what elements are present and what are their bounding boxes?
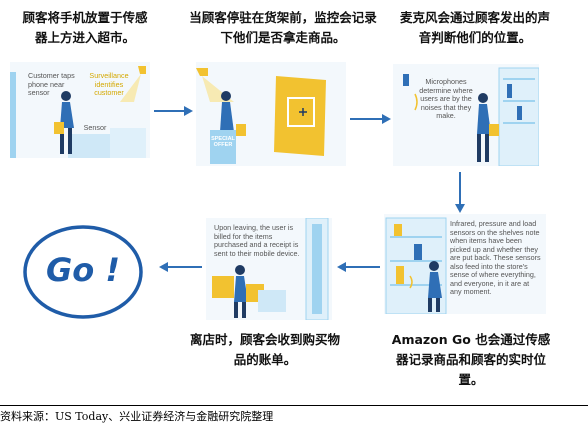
arrow-4-to-5 xyxy=(337,262,380,272)
go-text: Go ! xyxy=(46,251,120,289)
go-circle xyxy=(23,225,143,319)
arrow-3-to-4 xyxy=(455,172,465,213)
step3-panel: Microphones determine where users are by… xyxy=(393,64,539,166)
step4-caption: Amazon Go 也会通过传感器记录商品和顾客的实时位置。 xyxy=(391,332,551,387)
step3-caption: 麦克风会通过顾客发出的声音判断他们的位置。 xyxy=(400,10,551,45)
sensors-label: Infrared, pressure and load sensors on t… xyxy=(450,219,541,296)
leaving-label: Upon leaving, the user is billed for the… xyxy=(214,223,300,258)
step1-panel: Customer taps phone near sensor Surveill… xyxy=(10,62,150,158)
step5-caption: 离店时，顾客会收到购买物品的账单。 xyxy=(190,332,341,367)
step5-panel: Upon leaving, the user is billed for the… xyxy=(206,218,332,320)
step2-caption: 当顾客停驻在货架前，监控会记录下他们是否拿走商品。 xyxy=(189,10,377,45)
arrow-5-to-6 xyxy=(159,262,202,272)
source-text: 资料来源：US Today、兴业证券经济与金融研究院整理 xyxy=(0,410,274,423)
customer-label: Customer taps phone near sensor xyxy=(28,71,75,97)
step2-illustration xyxy=(196,68,326,164)
step5-illustration xyxy=(212,218,329,320)
special-offer-sign: SPECIAL OFFER xyxy=(211,136,235,148)
step2-panel: SPECIAL OFFER xyxy=(196,62,346,166)
step3-illustration xyxy=(403,67,539,166)
microphones-label: Microphones determine where users are by… xyxy=(419,77,473,120)
surveillance-label: Surveillance identifies customer xyxy=(89,71,129,97)
source-divider xyxy=(0,405,588,406)
step4-illustration xyxy=(385,217,447,314)
step4-panel: Infrared, pressure and load sensors on t… xyxy=(384,214,546,314)
sensor-label: Sensor xyxy=(83,123,107,132)
step1-illustration xyxy=(10,66,146,158)
arrow-2-to-3 xyxy=(350,114,391,124)
step1-caption: 顾客将手机放置于传感器上方进入超市。 xyxy=(22,10,148,45)
arrow-1-to-2 xyxy=(154,106,193,116)
